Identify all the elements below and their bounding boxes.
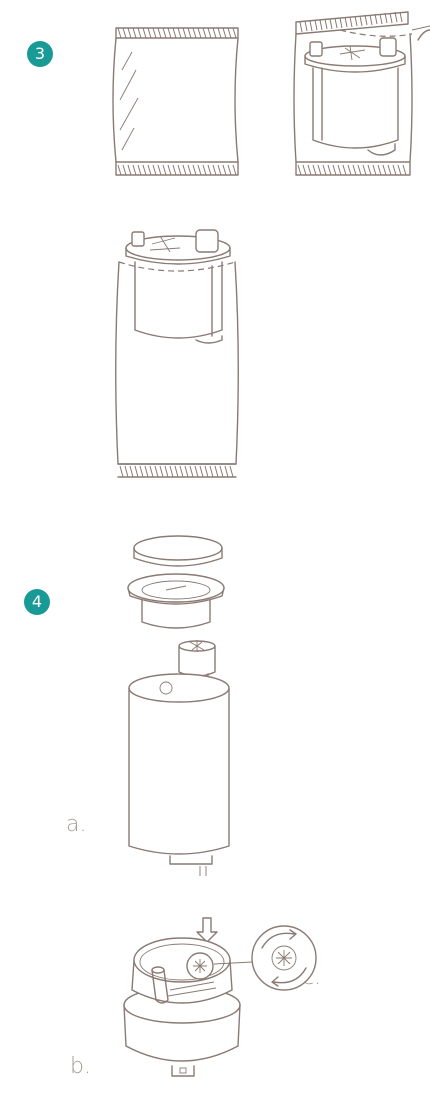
humidifier-exploded-illustration: [128, 536, 229, 876]
sealed-filter-bag-illustration: [113, 28, 238, 175]
rotate-filter-callout: [252, 926, 316, 990]
filter-removal-illustration: [116, 230, 239, 477]
opened-bag-with-filter-illustration: [294, 12, 430, 175]
filter-insertion-illustration: [124, 918, 252, 1076]
